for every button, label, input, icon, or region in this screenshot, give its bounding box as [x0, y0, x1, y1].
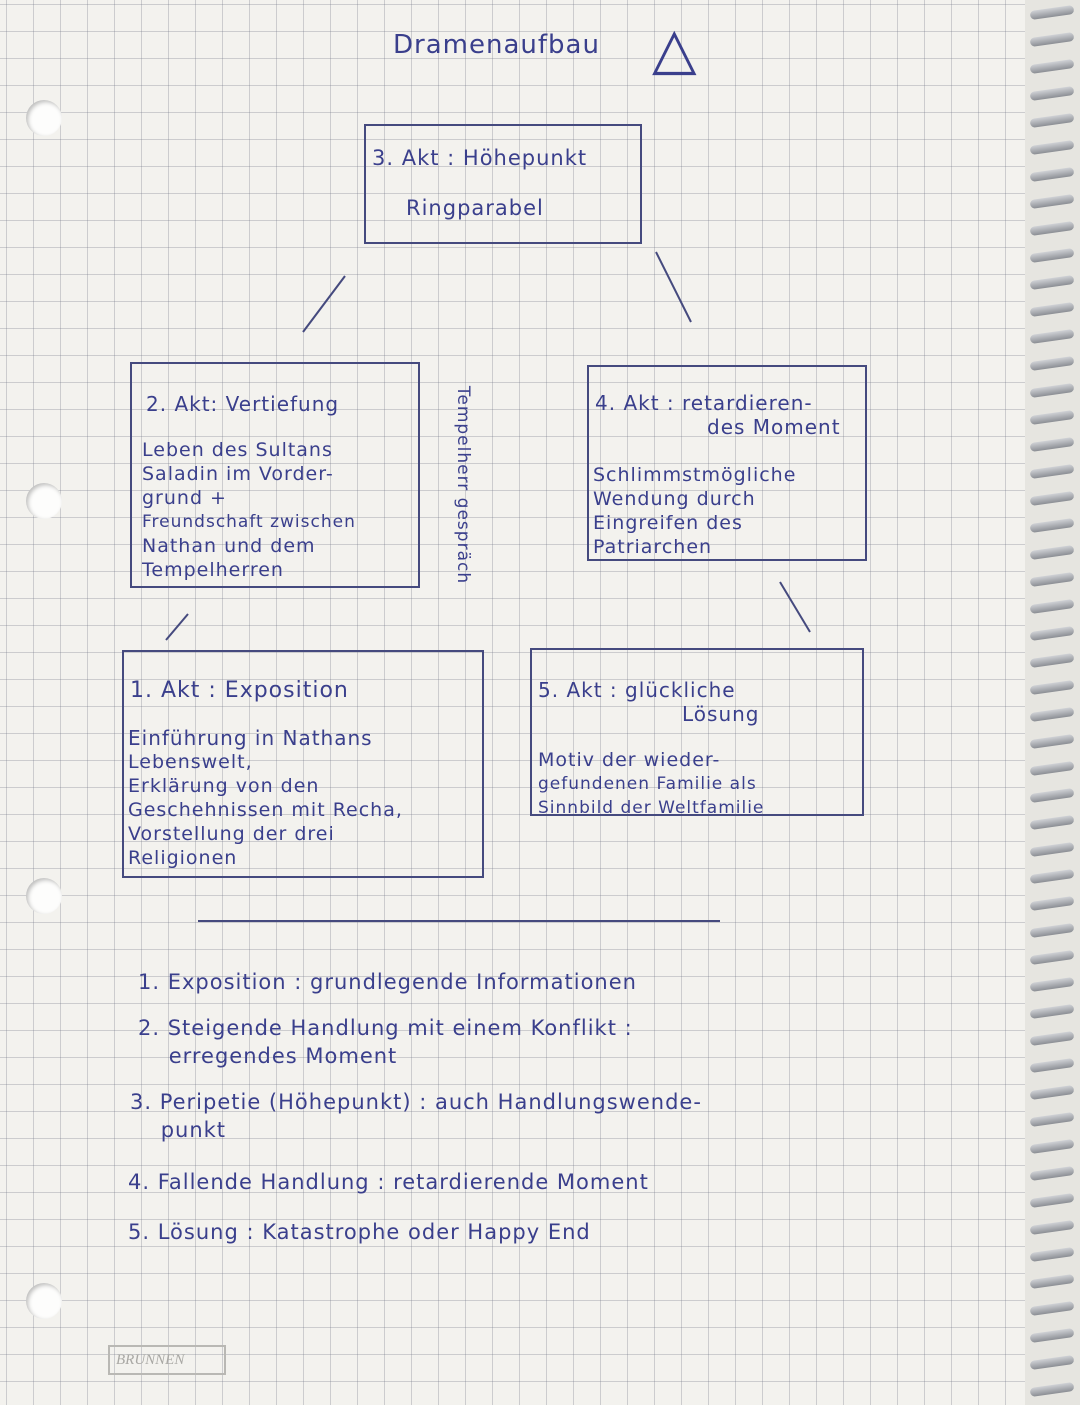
summary-item: 5. Lösung : Katastrophe oder Happy End: [128, 1220, 591, 1244]
act1-box: 1. Akt : Exposition Einführung in Nathan…: [122, 650, 484, 878]
act4-heading-cont: des Moment: [707, 415, 841, 439]
brand-logo: BRUNNEN: [108, 1345, 226, 1375]
triangle-icon: △: [652, 14, 698, 82]
connector-act2-act3: [302, 275, 346, 333]
page-title: Dramenaufbau: [393, 30, 600, 60]
summary-item: 4. Fallende Handlung : retardierende Mom…: [128, 1170, 649, 1194]
summary-item: 1. Exposition : grundlegende Information…: [138, 970, 637, 994]
act1-line: Lebenswelt,: [128, 751, 253, 773]
act2-line: Leben des Sultans: [142, 439, 333, 461]
act2-side-note: Tempelherr gespräch: [453, 385, 473, 585]
punch-hole: [26, 1283, 62, 1319]
connector-act3-act4: [655, 251, 692, 323]
act3-box: 3. Akt : Höhepunkt Ringparabel: [364, 124, 642, 244]
summary-item: punkt: [130, 1118, 227, 1142]
summary-item: erregendes Moment: [138, 1044, 398, 1068]
act5-heading-cont: Lösung: [682, 702, 760, 726]
punch-hole: [26, 878, 62, 914]
act2-line: Saladin im Vorder-: [142, 463, 334, 485]
act4-line: Wendung durch: [593, 488, 756, 510]
punch-hole: [26, 483, 62, 519]
summary-item: 2. Steigende Handlung mit einem Konflikt…: [138, 1016, 633, 1040]
act1-line: Geschehnissen mit Recha,: [128, 799, 403, 821]
connector-act1-act2: [165, 613, 189, 641]
act3-heading: 3. Akt : Höhepunkt: [372, 146, 588, 170]
spiral-binding: [1025, 0, 1080, 1405]
act4-line: Patriarchen: [593, 536, 713, 558]
act5-line: gefundenen Familie als: [538, 774, 757, 794]
act1-line: Einführung in Nathans: [128, 726, 373, 750]
act2-box: 2. Akt: Vertiefung Leben des Sultans Sal…: [130, 362, 420, 588]
summary-list: 1. Exposition : grundlegende Information…: [128, 968, 702, 1246]
act1-line: Erklärung von den: [128, 775, 320, 797]
act5-heading: 5. Akt : glückliche: [538, 678, 736, 702]
act2-line: grund +: [142, 487, 227, 509]
act5-line: Motiv der wieder-: [538, 749, 721, 771]
connector-act4-act5: [779, 581, 811, 633]
punch-hole: [26, 100, 62, 136]
act1-line: Vorstellung der drei: [128, 823, 335, 845]
notebook-page: [0, 0, 1025, 1405]
act2-heading: 2. Akt: Vertiefung: [146, 392, 340, 416]
act3-line: Ringparabel: [406, 196, 544, 220]
act4-line: Eingreifen des: [593, 512, 743, 534]
act2-line: Tempelherren: [142, 559, 284, 581]
act2-line: Nathan und dem: [142, 535, 316, 557]
act1-line: Religionen: [128, 847, 238, 869]
act1-heading: 1. Akt : Exposition: [130, 678, 349, 703]
summary-item: 3. Peripetie (Höhepunkt) : auch Handlung…: [130, 1090, 702, 1114]
act5-line: Sinnbild der Weltfamilie: [538, 798, 765, 818]
act4-box: 4. Akt : retardieren- des Moment Schlimm…: [587, 365, 867, 561]
act5-box: 5. Akt : glückliche Lösung Motiv der wie…: [530, 648, 864, 818]
act2-line: Freundschaft zwischen: [142, 512, 356, 532]
act4-heading: 4. Akt : retardieren-: [595, 391, 813, 415]
act4-line: Schlimmstmögliche: [593, 464, 797, 486]
